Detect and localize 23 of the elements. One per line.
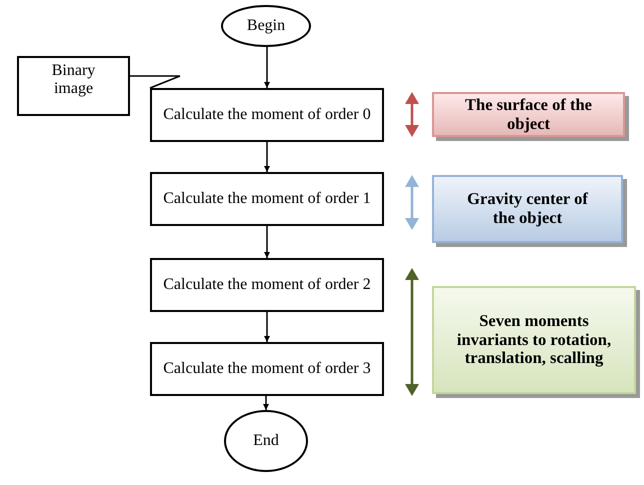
node-label: Begin	[246, 16, 286, 36]
node-label: Calculate the moment of order 1	[163, 190, 371, 208]
process-box	[150, 172, 384, 226]
arrow	[264, 47, 270, 88]
arrow	[264, 142, 270, 172]
node-label: The surface of the object	[464, 96, 593, 134]
node-label: Gravity center of the object	[466, 190, 589, 228]
node-label: Binary image	[50, 62, 96, 99]
leader-line	[130, 75, 181, 89]
node-label: Calculate the moment of order 0	[163, 106, 371, 124]
node-label: End	[253, 432, 279, 450]
input-box	[17, 56, 130, 116]
process-box	[150, 88, 384, 142]
process-box	[150, 258, 384, 312]
arrow	[263, 396, 269, 410]
arrow	[264, 312, 270, 342]
arrow	[264, 226, 270, 258]
end-oval	[224, 410, 308, 472]
node-label: Calculate the moment of order 3	[163, 360, 371, 378]
process-box	[150, 342, 384, 396]
start-oval	[221, 5, 311, 47]
node-label: Seven moments invariants to rotation, translation, scalling	[456, 312, 612, 368]
node-label: Calculate the moment of order 2	[163, 276, 371, 294]
